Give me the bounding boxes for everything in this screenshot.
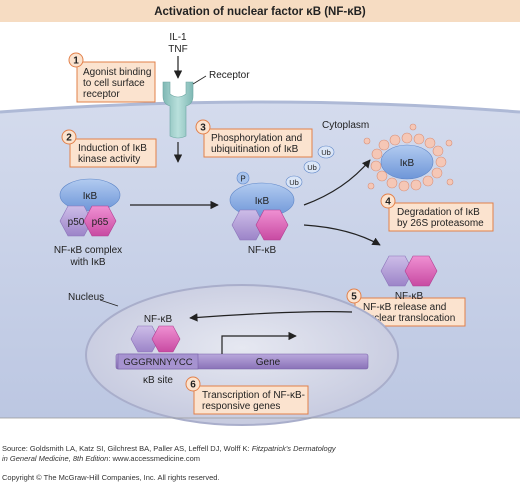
- step-1-number: 1: [73, 56, 79, 67]
- p65-label: p65: [92, 217, 109, 228]
- nucleus-leader: [99, 299, 119, 307]
- proteasome-degradation: IκB: [363, 123, 454, 192]
- complex-caption-2: with IκB: [69, 257, 105, 268]
- copyright-notice: Copyright © The McGraw-Hill Companies, I…: [2, 473, 220, 482]
- kb-site-label: κB site: [143, 375, 173, 386]
- step-4-line-2: by 26S proteasome: [397, 218, 484, 229]
- step-6-line-2: responsive genes: [202, 401, 280, 412]
- step-5-number: 5: [351, 292, 357, 303]
- ubiquitin-2-label: Ub: [307, 163, 317, 172]
- p50-released: [380, 255, 414, 287]
- cell-membrane: [0, 100, 520, 114]
- step-4: 4 Degradation of IκB by 26S proteasome: [380, 193, 494, 232]
- p65-nuclear: [151, 325, 181, 353]
- p50-phospho: [231, 209, 265, 241]
- ligand-label-2: TNF: [168, 44, 187, 55]
- complex-caption-1: NF-κB complex: [54, 245, 122, 256]
- p65-subunit: [83, 205, 117, 237]
- cytoplasm-label: Cytoplasm: [322, 120, 369, 131]
- source-citation: Source: Goldsmith LA, Katz SI, Gilchrest…: [2, 444, 336, 463]
- translocation-arrow: [189, 311, 353, 322]
- step-5-line-2: nuclear translocation: [363, 313, 455, 324]
- receptor: [162, 81, 194, 139]
- nuclear-nfkb: [130, 325, 181, 353]
- nfkb-ikb-complex: IκB p50 p65: [59, 178, 121, 237]
- release-arrow: [303, 224, 381, 246]
- proteasome-beads: [370, 132, 447, 192]
- step-3-line-1: Phosphorylation and: [211, 133, 302, 144]
- ubiquitin-1-label: Ub: [289, 178, 299, 187]
- step-3: 3 Phosphorylation and ubiquitination of …: [195, 119, 313, 158]
- ikb-degrading-label: IκB: [400, 158, 415, 169]
- kb-site-segment: [117, 353, 199, 370]
- step-4-number: 4: [385, 197, 391, 208]
- step-1-line-3: receptor: [83, 89, 120, 100]
- step-2: 2 Induction of IκB kinase activity: [61, 129, 157, 168]
- step-6-number: 6: [190, 380, 196, 391]
- step-2-line-1: Induction of IκB: [78, 143, 147, 154]
- step-1-line-2: to cell surface: [83, 78, 145, 89]
- degradation-arrow: [303, 159, 371, 206]
- ubiquitin-2: [303, 160, 321, 174]
- gene-label: Gene: [256, 357, 281, 368]
- figure-title: Activation of nuclear factor κB (NF-κB): [154, 6, 366, 18]
- ubiquitin-3: [317, 145, 335, 159]
- p65-released: [404, 255, 438, 287]
- transcription-arrow: [221, 331, 297, 354]
- ikb-label: IκB: [83, 191, 98, 202]
- step-2-number: 2: [66, 133, 72, 144]
- receptor-label: Receptor: [209, 70, 250, 81]
- step-6: 6 Transcription of NF-κB- responsive gen…: [185, 376, 309, 415]
- ubiquitin-1: [285, 175, 303, 189]
- p65-phospho: [255, 209, 289, 241]
- peptide-fragments: [363, 123, 454, 190]
- step-5-line-1: NF-κB release and: [363, 302, 446, 313]
- receptor-leader: [192, 75, 207, 85]
- released-caption: NF-κB: [395, 291, 424, 302]
- p50-nuclear: [130, 325, 160, 353]
- nucleus-label: Nucleus: [68, 292, 104, 303]
- released-nfkb: [380, 255, 438, 287]
- phospho-caption: NF-κB: [248, 245, 277, 256]
- ikb-phospho-label: IκB: [255, 196, 270, 207]
- step-3-number: 3: [200, 123, 206, 134]
- ubiquitin-3-label: Ub: [321, 148, 331, 157]
- step-4-line-1: Degradation of IκB: [397, 207, 480, 218]
- p50-label: p50: [68, 217, 85, 228]
- step-2-line-2: kinase activity: [78, 154, 140, 165]
- step-6-line-1: Transcription of NF-κB-: [202, 390, 305, 401]
- kb-site-sequence: GGGRNNYYCC: [123, 357, 192, 368]
- ligand-label-1: IL-1: [169, 32, 187, 43]
- title-bar: [0, 0, 520, 22]
- phosphate-label: P: [240, 175, 245, 184]
- nuclear-nfkb-caption: NF-κB: [144, 314, 173, 325]
- p50-subunit: [59, 205, 93, 237]
- step-1: 1 Agonist binding to cell surface recept…: [68, 52, 156, 103]
- step-3-line-2: ubiquitination of IκB: [211, 144, 299, 155]
- step-1-line-1: Agonist binding: [83, 67, 151, 78]
- ikb-degrading: [380, 144, 434, 180]
- phosphate-group: [236, 171, 250, 185]
- phosphorylated-complex: IκB P Ub Ub Ub: [229, 145, 335, 241]
